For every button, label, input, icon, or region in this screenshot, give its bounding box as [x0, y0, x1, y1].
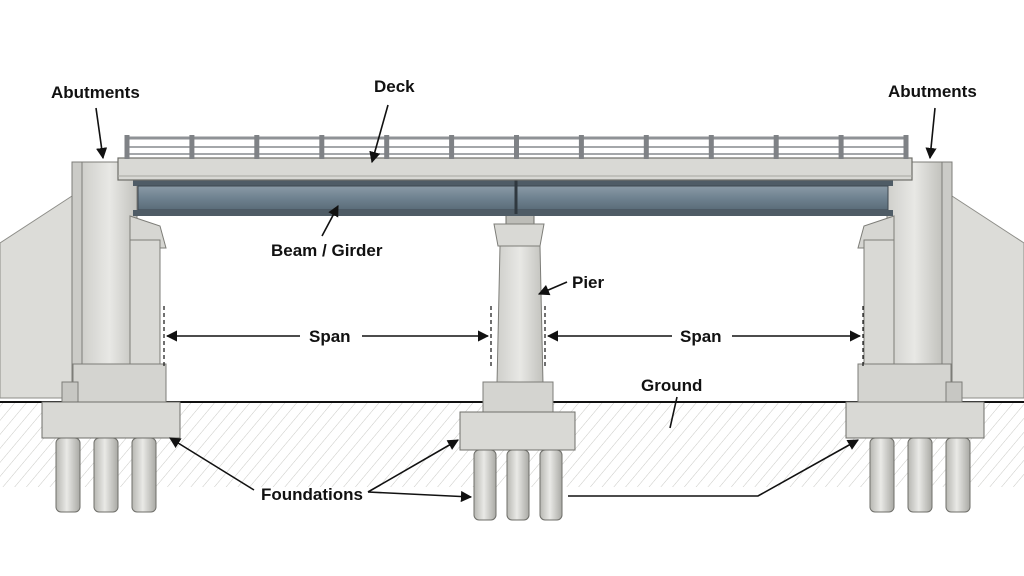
label-span-right: Span	[680, 327, 722, 346]
leader-lines	[95, 104, 937, 503]
deck	[117, 157, 913, 181]
leader-abutment-right	[925, 107, 937, 160]
railing-post	[773, 135, 779, 159]
leader-foundations-pier-piles	[367, 490, 473, 503]
label-ground: Ground	[641, 376, 702, 395]
abutment-right	[845, 161, 985, 439]
railing-post	[449, 135, 455, 159]
railing-post	[578, 135, 584, 159]
railing	[124, 135, 909, 159]
span-dimensions	[163, 306, 864, 366]
leader-beam-girder	[321, 205, 339, 237]
railing-post	[903, 135, 909, 159]
leader-foundations-right	[568, 439, 859, 497]
leader-deck	[369, 104, 389, 164]
label-span-left: Span	[309, 327, 351, 346]
leader-abutment-left	[95, 107, 108, 160]
leader-foundations-left	[169, 437, 255, 491]
girders	[133, 178, 893, 216]
railing-post	[708, 135, 714, 159]
railing-post	[189, 135, 195, 159]
label-pier: Pier	[572, 273, 605, 292]
label-abutments-right: Abutments	[888, 82, 977, 101]
leader-ground	[669, 396, 678, 429]
leader-foundations-pier-cap	[367, 439, 459, 493]
label-beam-girder: Beam / Girder	[271, 241, 383, 260]
label-foundations: Foundations	[261, 485, 363, 504]
railing-post	[384, 135, 390, 159]
leader-pier	[537, 281, 568, 296]
railing-post	[838, 135, 844, 159]
label-abutments-left: Abutments	[51, 83, 140, 102]
railing-post	[319, 135, 325, 159]
pier	[459, 211, 576, 451]
wing-walls	[0, 195, 1024, 399]
piles	[55, 437, 971, 521]
railing-post	[514, 135, 519, 159]
abutment-left	[41, 161, 181, 439]
label-deck: Deck	[374, 77, 415, 96]
railing-post	[254, 135, 260, 159]
railing-post	[643, 135, 649, 159]
railing-post	[124, 135, 130, 159]
